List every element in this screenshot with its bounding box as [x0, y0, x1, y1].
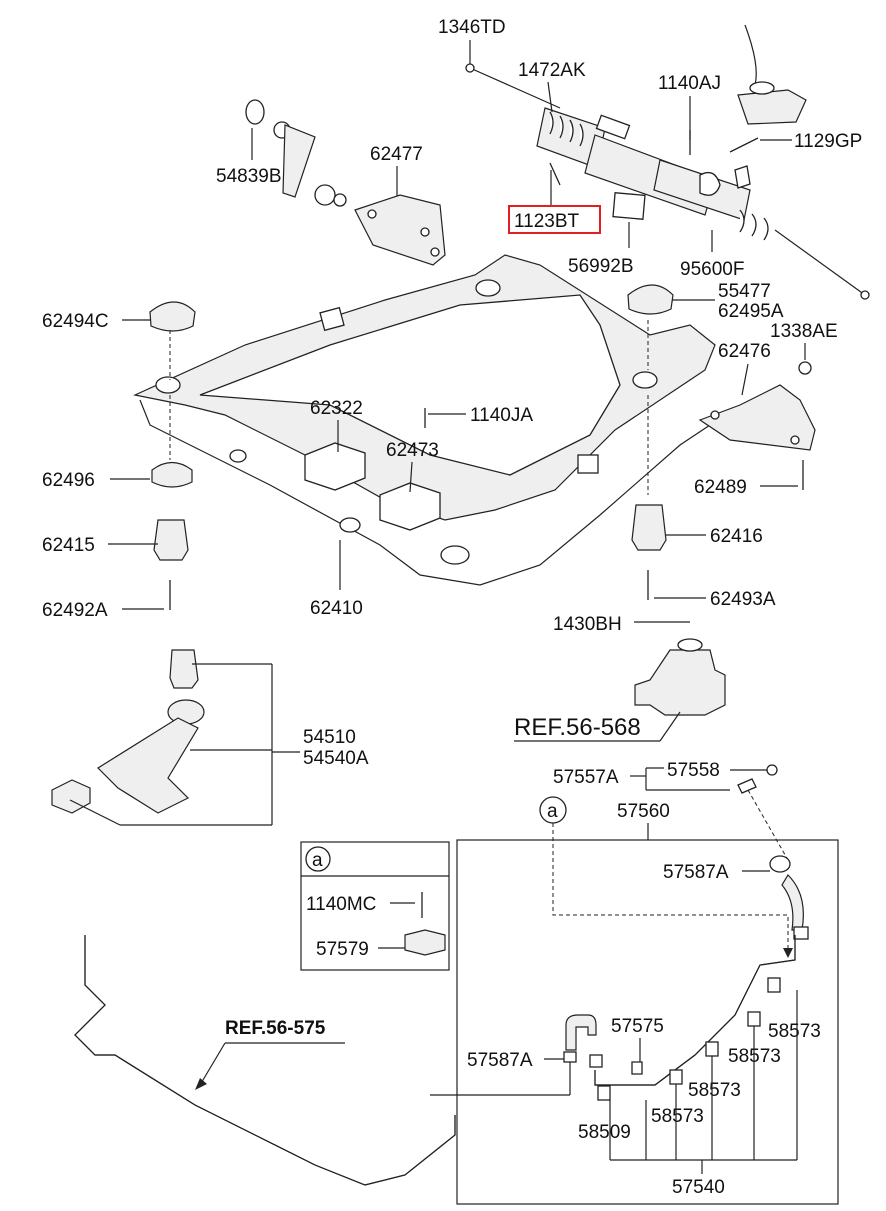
detail-box-57560	[456, 839, 839, 1205]
label-56992B: 56992B	[568, 256, 634, 277]
label-62410: 62410	[310, 598, 363, 619]
label-1123BT[interactable]: 1123BT	[514, 211, 580, 232]
ball-joint-icon	[634, 638, 726, 716]
label-1140MC: 1140MC	[306, 894, 376, 915]
label-62495A: 62495A	[718, 301, 784, 322]
mount-bushing-stack-left	[149, 301, 196, 610]
bracket-right-icon	[698, 384, 816, 451]
label-box-a: a	[312, 850, 323, 871]
label-57540: 57540	[672, 1177, 725, 1198]
label-57557A: 57557A	[553, 767, 619, 788]
label-62322: 62322	[310, 398, 363, 419]
label-1140JA: 1140JA	[470, 405, 533, 426]
label-58573-a: 58573	[768, 1021, 821, 1042]
pressure-sensor-icon	[737, 24, 807, 125]
label-1338AE: 1338AE	[770, 321, 838, 342]
bracket-icon	[354, 194, 446, 266]
label-57560: 57560	[617, 801, 670, 822]
label-58509: 58509	[578, 1122, 631, 1143]
label-62473: 62473	[386, 440, 439, 461]
label-a-circle: a	[547, 801, 558, 822]
label-62492A: 62492A	[42, 600, 108, 621]
label-62416: 62416	[710, 526, 763, 547]
label-ref-56-575[interactable]: REF.56-575	[225, 1018, 326, 1039]
label-58573-d: 58573	[651, 1106, 704, 1127]
label-54839B: 54839B	[216, 166, 282, 187]
label-58573-c: 58573	[688, 1080, 741, 1101]
label-57579: 57579	[316, 939, 369, 960]
legend-box-a	[300, 841, 450, 971]
label-62476: 62476	[718, 341, 771, 362]
stabilizer-link-icon	[245, 99, 347, 207]
label-54510: 54510	[303, 727, 356, 748]
label-1430BH: 1430BH	[553, 614, 622, 635]
label-62415: 62415	[42, 535, 95, 556]
steering-gear-assembly	[465, 63, 870, 300]
label-1472AK: 1472AK	[518, 60, 586, 81]
label-62494C: 62494C	[42, 311, 109, 332]
label-57587A-low: 57587A	[467, 1050, 533, 1071]
label-57575: 57575	[611, 1016, 664, 1037]
label-ref-56-568[interactable]: REF.56-568	[514, 714, 641, 741]
label-62477: 62477	[370, 144, 423, 165]
label-55477: 55477	[718, 281, 771, 302]
label-1140AJ: 1140AJ	[658, 73, 721, 94]
highlight-box-1123BT	[508, 205, 601, 234]
label-1129GP: 1129GP	[794, 131, 862, 152]
lower-control-arm-icon	[51, 649, 205, 814]
label-54540A: 54540A	[303, 748, 369, 769]
label-62493A: 62493A	[710, 589, 776, 610]
label-57587A-top: 57587A	[663, 862, 729, 883]
label-95600F: 95600F	[680, 259, 744, 280]
label-1346TD: 1346TD	[438, 17, 506, 38]
mount-bushing-stack-right	[627, 284, 674, 600]
label-62496: 62496	[42, 470, 95, 491]
label-57558: 57558	[667, 760, 720, 781]
label-62489: 62489	[694, 477, 747, 498]
